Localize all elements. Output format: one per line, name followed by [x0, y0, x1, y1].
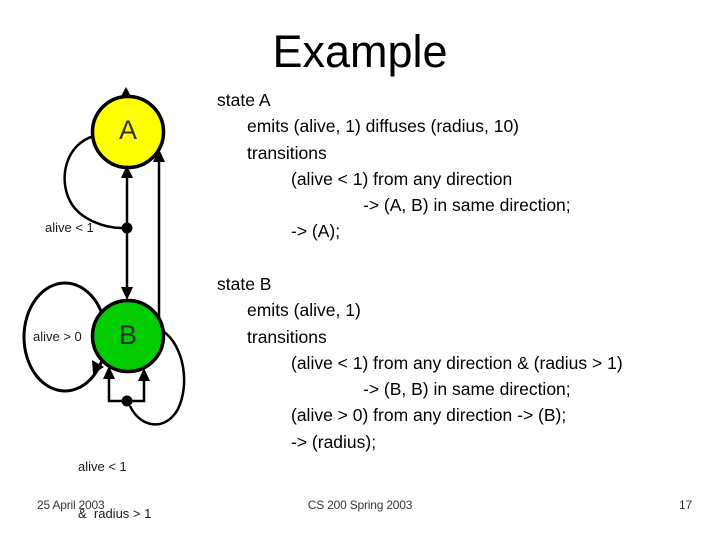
- edge-a-to-dot-arc: [63, 134, 123, 230]
- arrowhead-into-a-bottom: [121, 165, 133, 178]
- label-a-condition: alive < 1: [45, 220, 94, 235]
- code-line: -> (radius);: [291, 431, 377, 452]
- arrowhead-loop-into-b: [92, 360, 104, 374]
- code-line: (alive > 0) from any direction -> (B);: [291, 405, 567, 426]
- footer-course: CS 200 Spring 2003: [307, 498, 413, 512]
- code-line: (alive < 1) from any direction: [291, 168, 513, 189]
- code-line: state A: [217, 90, 271, 110]
- label-b-condition-line2: & radius > 1: [78, 505, 152, 521]
- code-state-b: state B emits (alive, 1) transitions (al…: [217, 271, 712, 455]
- footer-date: 25 April 2003: [37, 498, 105, 512]
- state-diagram: [22, 87, 186, 426]
- code-line: transitions: [247, 326, 327, 347]
- slide-title: Example: [272, 26, 448, 77]
- arrowhead-bracket-left: [103, 366, 115, 379]
- arrowhead-top-of-a: [120, 87, 132, 98]
- arrowhead-bracket-right: [138, 368, 150, 381]
- label-b-condition-line1: alive < 1: [78, 459, 127, 474]
- footer-page-number: 17: [679, 498, 692, 512]
- code-line: emits (alive, 1): [247, 300, 361, 321]
- arrowhead-into-b-top: [121, 287, 133, 300]
- label-b-condition: alive < 1 & radius > 1: [78, 428, 151, 540]
- code-line: -> (A);: [291, 221, 341, 242]
- state-a-label: A: [118, 115, 137, 145]
- label-b-self-loop-condition: alive > 0: [33, 329, 82, 344]
- code-line: (alive < 1) from any direction & (radius…: [291, 352, 623, 373]
- state-b-label: B: [118, 320, 137, 350]
- code-line: state B: [217, 274, 272, 294]
- edge-b-right-arc: [128, 329, 186, 426]
- code-line: emits (alive, 1) diffuses (radius, 10): [247, 116, 520, 137]
- code-state-a: state A emits (alive, 1) diffuses (radiu…: [217, 87, 712, 245]
- code-line: -> (B, B) in same direction;: [363, 379, 571, 400]
- state-b-circle: [90, 298, 166, 374]
- fork-dot-under-b: [121, 395, 133, 407]
- code-line: -> (A, B) in same direction;: [363, 195, 571, 216]
- code-line: transitions: [247, 142, 327, 163]
- arrowhead-into-a-right: [153, 149, 165, 162]
- fork-dot-under-a: [121, 222, 133, 234]
